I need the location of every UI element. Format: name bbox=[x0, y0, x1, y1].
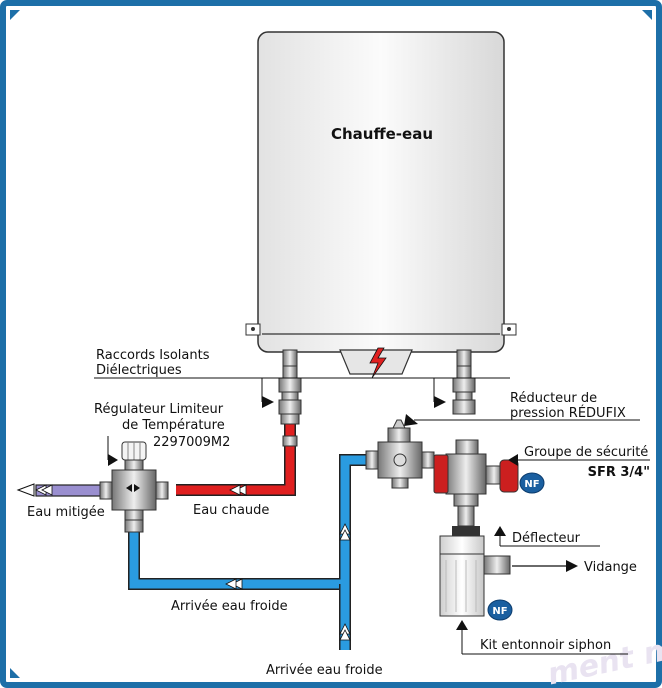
heater-outlet-cold bbox=[456, 349, 472, 367]
corner-mark-icon bbox=[10, 668, 20, 678]
label-vidange: Vidange bbox=[584, 560, 637, 575]
label-deflecteur: Déflecteur bbox=[512, 531, 581, 546]
safety-group bbox=[433, 439, 519, 527]
label-regulateur-2: de Température bbox=[122, 418, 225, 433]
water-heater: Chauffe-eau bbox=[245, 31, 517, 379]
pointer-arrow-icon bbox=[508, 454, 518, 466]
arrow-right-icon bbox=[566, 560, 578, 572]
hot-water-pipe bbox=[176, 413, 300, 496]
dielectric-fitting-left bbox=[278, 365, 302, 415]
label-groupe: Groupe de sécurité bbox=[524, 445, 648, 460]
label-arrivee-eau-froide-1: Arrivée eau froide bbox=[171, 599, 288, 614]
lightning-icon bbox=[369, 347, 387, 379]
temperature-regulator bbox=[111, 441, 169, 521]
pointer-arrow-icon bbox=[262, 396, 274, 408]
label-regulateur-1: Régulateur Limiteur bbox=[94, 402, 224, 417]
pointer-arrow-icon bbox=[404, 414, 418, 426]
pointer-arrow-icon bbox=[434, 396, 446, 408]
nf-badge-icon: NF bbox=[487, 599, 513, 621]
label-reducteur-2: pression RÉDUFIX bbox=[510, 405, 626, 421]
svg-text:NF: NF bbox=[524, 479, 539, 490]
label-groupe-model: SFR 3/4" bbox=[588, 465, 650, 480]
heater-outlet-hot bbox=[282, 349, 298, 367]
label-eau-mitigee: Eau mitigée bbox=[27, 505, 105, 520]
corner-mark-icon bbox=[642, 10, 652, 20]
pointer-arrow-icon bbox=[494, 526, 506, 536]
pointer-arrow-icon bbox=[456, 620, 468, 630]
mixed-water-pipe bbox=[16, 481, 113, 500]
siphon-funnel bbox=[439, 526, 511, 617]
label-arrivee-eau-froide-2: Arrivée eau froide bbox=[266, 663, 383, 678]
label-raccords-2: Diélectriques bbox=[96, 363, 182, 378]
label-reducteur-1: Réducteur de bbox=[510, 391, 597, 406]
svg-text:NF: NF bbox=[492, 606, 507, 617]
corner-mark-icon bbox=[10, 10, 20, 20]
heater-title: Chauffe-eau bbox=[331, 125, 433, 143]
dielectric-fitting-right bbox=[452, 365, 476, 415]
pointer-arrow-icon bbox=[108, 454, 118, 466]
label-regulateur-ref: 2297009M2 bbox=[153, 435, 230, 450]
cold-water-pipe bbox=[124, 450, 379, 650]
label-raccords-1: Raccords Isolants bbox=[96, 348, 210, 363]
nf-badge-icon: NF bbox=[519, 472, 545, 494]
label-kit-entonnoir: Kit entonnoir siphon bbox=[480, 638, 611, 653]
pressure-reducer bbox=[377, 419, 435, 489]
label-eau-chaude: Eau chaude bbox=[193, 503, 269, 518]
